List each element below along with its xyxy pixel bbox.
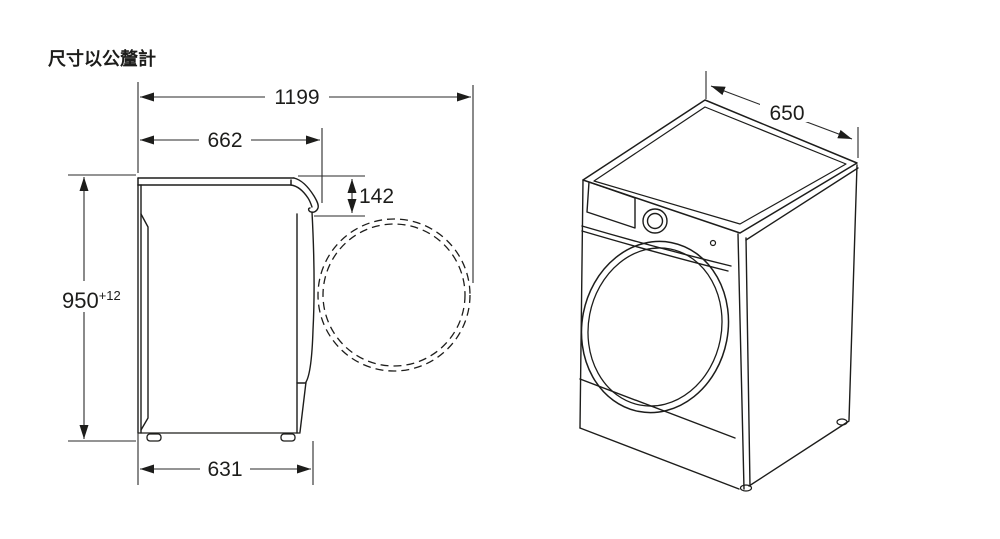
label-height: 950+12 [62, 288, 121, 313]
dim-depth-door-open [137, 82, 474, 283]
control-panel-profile [290, 177, 319, 213]
dim-panel-drop [298, 175, 365, 217]
perspective-view-drawing [579, 99, 859, 492]
label-width: 650 [769, 102, 804, 125]
program-knob [642, 208, 668, 234]
washer-top-panel-side [137, 177, 295, 186]
washer-side-face [737, 164, 859, 490]
display-panel [586, 181, 636, 229]
control-panel [586, 181, 717, 247]
side-view-dimension-labels: 1199 662 142 950+12 631 [58, 86, 394, 481]
label-depth-door-open: 1199 [274, 86, 319, 109]
washer-door [580, 240, 730, 414]
label-panel-drop: 142 [359, 185, 394, 208]
side-view-drawing [137, 177, 471, 442]
machine-feet-perspective [739, 418, 848, 492]
label-top-depth: 662 [207, 129, 242, 152]
program-knob-inner [646, 212, 664, 230]
door-profile [296, 211, 315, 434]
door-swing-dashed-circle [317, 218, 471, 372]
page-title: 尺寸以公釐計 [48, 48, 156, 69]
back-panel-profile [137, 184, 149, 434]
perspective-dimension-labels: 650 [760, 98, 814, 125]
power-button [709, 239, 717, 247]
label-base-depth: 631 [207, 458, 242, 481]
washer-top-panel [582, 99, 858, 234]
machine-feet-side [137, 432, 301, 442]
